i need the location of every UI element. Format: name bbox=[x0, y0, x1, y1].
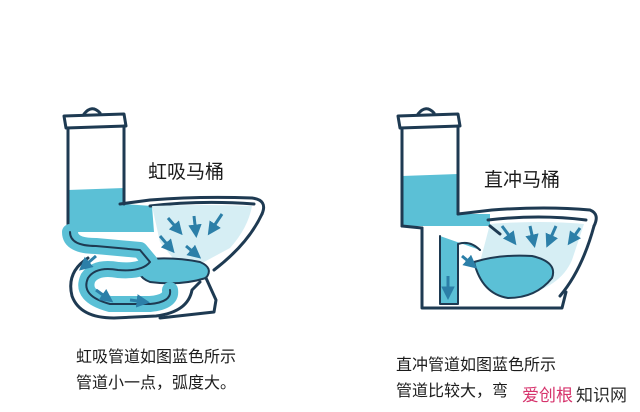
siphon-tank-lid bbox=[62, 112, 128, 130]
washdown-bowl-water bbox=[473, 254, 554, 299]
washdown-title: 直冲马桶 bbox=[484, 169, 560, 191]
watermark-brand: 爱创根 bbox=[522, 386, 573, 406]
washdown-caption-line1: 直冲管道如图蓝色所示 bbox=[396, 355, 556, 374]
washdown-tank bbox=[400, 124, 460, 228]
flow-arrow bbox=[129, 294, 151, 308]
flow-arrow bbox=[95, 288, 114, 303]
washdown-tank-lid bbox=[396, 112, 462, 130]
siphon-toilet-illustration bbox=[62, 107, 266, 320]
flow-arrow bbox=[188, 215, 202, 239]
siphon-tank bbox=[66, 124, 126, 234]
flow-arrow bbox=[207, 213, 224, 236]
washdown-flow-arrows bbox=[441, 225, 582, 301]
washdown-trap-pipe bbox=[439, 235, 481, 305]
siphon-trap-pipe bbox=[62, 224, 179, 312]
watermark-site: 知识网 bbox=[576, 386, 627, 406]
flow-arrow bbox=[525, 225, 539, 248]
siphon-bowl-rim bbox=[118, 195, 266, 216]
washdown-bowl-rim bbox=[456, 206, 598, 228]
siphon-flow-arrows bbox=[78, 213, 224, 308]
watermark: 爱创根 知识网 bbox=[518, 380, 638, 408]
flow-arrow bbox=[500, 225, 517, 246]
siphon-title: 虹吸马桶 bbox=[148, 161, 224, 183]
washdown-toilet-illustration bbox=[396, 107, 598, 310]
flow-arrow bbox=[461, 254, 478, 269]
flow-arrow bbox=[567, 227, 582, 246]
washdown-caption-line2: 管道比较大，弯 bbox=[396, 381, 508, 400]
siphon-caption-line2: 管道小一点，弧度大。 bbox=[76, 373, 236, 392]
flow-arrow bbox=[545, 225, 559, 248]
siphon-caption-line1: 虹吸管道如图蓝色所示 bbox=[76, 347, 236, 366]
flow-arrow bbox=[78, 254, 97, 271]
flow-arrow bbox=[166, 217, 183, 236]
flow-arrow bbox=[185, 244, 202, 259]
siphon-tank-water bbox=[68, 188, 154, 232]
flow-arrow bbox=[158, 235, 175, 254]
washdown-tank-water bbox=[402, 174, 490, 226]
